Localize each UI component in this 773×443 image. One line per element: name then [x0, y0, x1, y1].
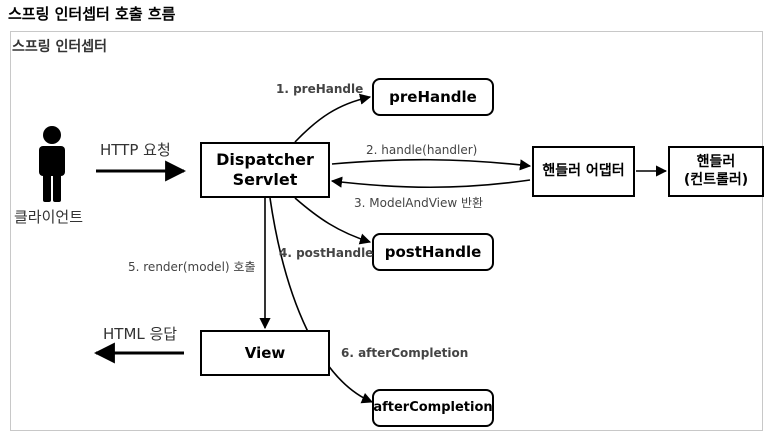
person-icon: [39, 126, 65, 202]
view-box: View: [200, 330, 330, 376]
dispatcher-line2: Servlet: [232, 170, 298, 189]
client-label: 클라이언트: [14, 208, 84, 226]
page-title: 스프링 인터셉터 호출 흐름: [8, 5, 176, 23]
dispatcher-line1: Dispatcher: [216, 150, 314, 169]
step4-label: 4. postHandle: [279, 246, 374, 260]
modelandview-arrow: [330, 176, 531, 189]
step6-label: 6. afterCompletion: [341, 346, 469, 360]
posthandle-arrow: [294, 197, 372, 245]
frame-title: 스프링 인터셉터: [12, 39, 108, 55]
step2-label: 2. handle(handler): [366, 143, 478, 157]
prehandle-arrow: [294, 93, 372, 143]
handler-line1: 핸들러: [696, 154, 736, 170]
handler-adapter-box: 핸들러 어댑터: [532, 146, 635, 197]
aftercompletion-box: afterCompletion: [372, 389, 494, 427]
handler-box: 핸들러(컨트롤러): [668, 146, 764, 197]
http-request-label: HTTP 요청: [100, 141, 171, 159]
step5-label: 5. render(model) 호출: [128, 260, 256, 274]
posthandle-box: postHandle: [372, 233, 494, 271]
prehandle-box: preHandle: [372, 78, 494, 116]
html-response-label: HTML 응답: [103, 325, 178, 343]
step1-label: 1. preHandle: [276, 82, 364, 96]
step3-label: 3. ModelAndView 반환: [354, 196, 484, 210]
interceptor-frame: [10, 31, 763, 431]
handler-line2: (컨트롤러): [683, 171, 749, 188]
handle-arrow: [331, 158, 532, 171]
